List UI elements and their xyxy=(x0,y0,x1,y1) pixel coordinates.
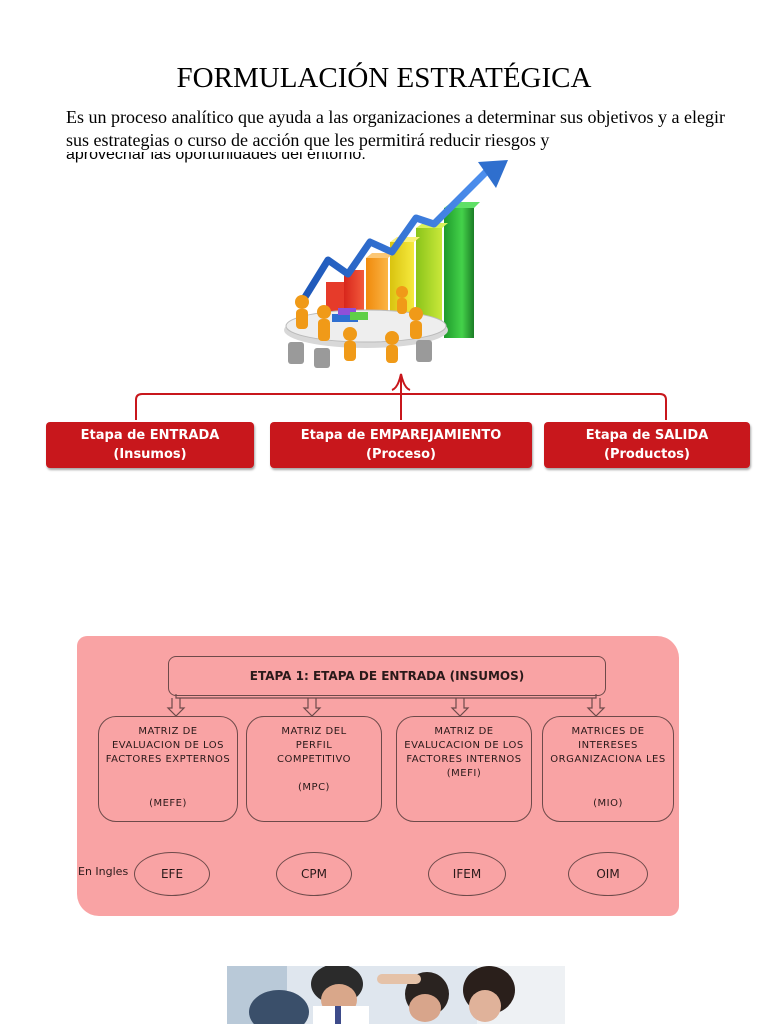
stage-salida-box: Etapa de SALIDA (Productos) xyxy=(544,422,750,468)
english-oim-oval: OIM xyxy=(568,852,648,896)
matrix-mefe-box: MATRIZ DE EVALUACION DE LOS FACTORES EXP… xyxy=(98,716,238,822)
stage-entrada-subtitle: (Insumos) xyxy=(113,447,187,462)
matrix-mpc-box: MATRIZ DEL PERFIL COMPETITIVO (MPC) xyxy=(246,716,382,822)
stage-emparejamiento-subtitle: (Proceso) xyxy=(366,447,436,462)
matrix-mpc-name: MATRIZ DEL PERFIL COMPETITIVO xyxy=(277,726,351,765)
strategy-growth-illustration xyxy=(284,160,508,368)
stages-tree-connector xyxy=(135,373,667,420)
english-ifem-oval: IFEM xyxy=(428,852,506,896)
stage-entrada-box: Etapa de ENTRADA (Insumos) xyxy=(46,422,254,468)
stage-salida-title: Etapa de SALIDA xyxy=(585,428,709,443)
matrix-mefi-name: MATRIZ DE EVALUCACION DE LOS FACTORES IN… xyxy=(404,726,524,779)
matrix-mio-name: MATRICES DE INTERESES ORGANIZACIONA LES xyxy=(550,726,666,765)
english-cpm-oval: CPM xyxy=(276,852,352,896)
etapa1-connector-arrows xyxy=(166,694,606,716)
matrix-mefe-name: MATRIZ DE EVALUACION DE LOS FACTORES EXP… xyxy=(105,726,231,765)
matrix-mefe-abbr: (MEFE) xyxy=(149,798,187,809)
stage-emparejamiento-title: Etapa de EMPAREJAMIENTO xyxy=(300,428,502,443)
matrix-mpc-abbr: (MPC) xyxy=(298,782,330,793)
etapa1-title-box: ETAPA 1: ETAPA DE ENTRADA (INSUMOS) xyxy=(168,656,606,696)
page-title: FORMULACIÓN ESTRATÉGICA xyxy=(176,62,592,94)
en-ingles-label: En Ingles xyxy=(78,865,129,878)
matrix-mio-box: MATRICES DE INTERESES ORGANIZACIONA LES … xyxy=(542,716,674,822)
stage-emparejamiento-box: Etapa de EMPAREJAMIENTO (Proceso) xyxy=(270,422,532,468)
matrix-mefi-box: MATRIZ DE EVALUCACION DE LOS FACTORES IN… xyxy=(396,716,532,822)
intro-paragraph: Es un proceso analítico que ayuda a las … xyxy=(66,107,725,150)
stage-salida-subtitle: (Productos) xyxy=(604,447,690,462)
matrix-mio-abbr: (MIO) xyxy=(593,798,623,809)
english-efe-oval: EFE xyxy=(134,852,210,896)
stage-entrada-title: Etapa de ENTRADA xyxy=(80,428,220,443)
intro-paragraph-cut-line: aprovechar las oportunidades del entorno… xyxy=(66,152,366,163)
business-team-photo xyxy=(227,966,565,1024)
